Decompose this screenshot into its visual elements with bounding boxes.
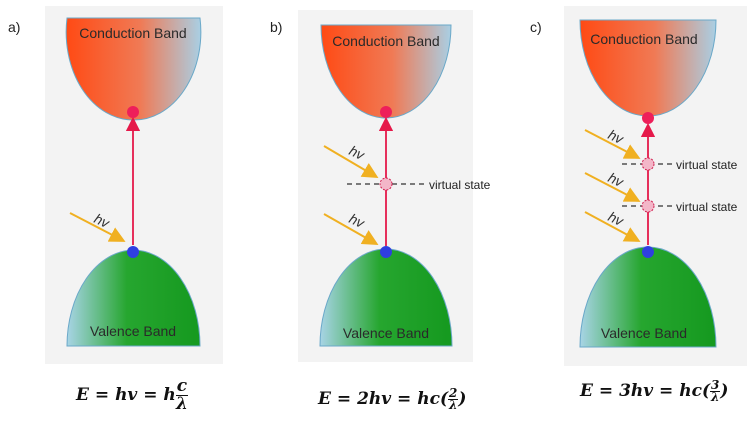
eq-numerator: 3 <box>710 378 721 392</box>
panel-b: Conduction Band Valence Band virtual sta… <box>298 10 491 362</box>
photon-arrow <box>584 211 641 242</box>
eq-numerator: 2 <box>448 386 459 400</box>
photon-arrow <box>584 172 641 202</box>
eq-close: ) <box>720 381 729 401</box>
excited-electron <box>127 106 139 118</box>
eq-lhs: E <box>580 381 593 401</box>
eq-rhs-prefix: hc( <box>679 381 710 401</box>
eq-mid: 3hv <box>619 381 654 401</box>
virtual-state-marker <box>379 177 393 191</box>
virtual-state-marker <box>641 199 655 213</box>
conduction-band-label: Conduction Band <box>332 33 439 49</box>
eq-mid: 2hv <box>357 389 392 409</box>
eq-denominator: λ <box>176 394 188 414</box>
valence-band-label: Valence Band <box>343 325 429 341</box>
conduction-band-label: Conduction Band <box>590 31 697 47</box>
photon-arrow <box>584 129 641 159</box>
panel-b-label: b) <box>270 19 283 35</box>
photon-arrow <box>69 212 126 242</box>
virtual-state-marker <box>641 157 655 171</box>
hole <box>380 246 392 258</box>
excited-electron <box>642 112 654 124</box>
panel-a-label: a) <box>8 19 21 35</box>
hole <box>642 246 654 258</box>
panel-c: Conduction Band Valence Band virtual sta… <box>564 6 747 366</box>
photon-arrow <box>323 145 379 179</box>
valence-band-label: Valence Band <box>90 323 176 339</box>
valence-band-label: Valence Band <box>601 325 687 341</box>
virtual-state-label: virtual state <box>676 158 738 172</box>
panel-c-label: c) <box>530 19 542 35</box>
eq-denominator: λ <box>448 398 458 412</box>
hole <box>127 246 139 258</box>
eq-mid: hv <box>115 385 138 405</box>
photon-arrow <box>323 213 379 245</box>
panel-a: Conduction Band Valence Band hv <box>45 6 223 364</box>
eq-rhs-prefix: h <box>163 385 176 405</box>
eq-denominator: λ <box>710 390 720 404</box>
conduction-band-label: Conduction Band <box>79 25 186 41</box>
virtual-state-label: virtual state <box>676 200 738 214</box>
virtual-state-label: virtual state <box>429 178 491 192</box>
eq-close: ) <box>458 389 467 409</box>
eq-rhs-prefix: hc( <box>417 389 448 409</box>
eq-lhs: E <box>318 389 331 409</box>
eq-numerator: c <box>175 376 189 396</box>
eq-lhs: E <box>76 385 89 405</box>
excited-electron <box>380 106 392 118</box>
